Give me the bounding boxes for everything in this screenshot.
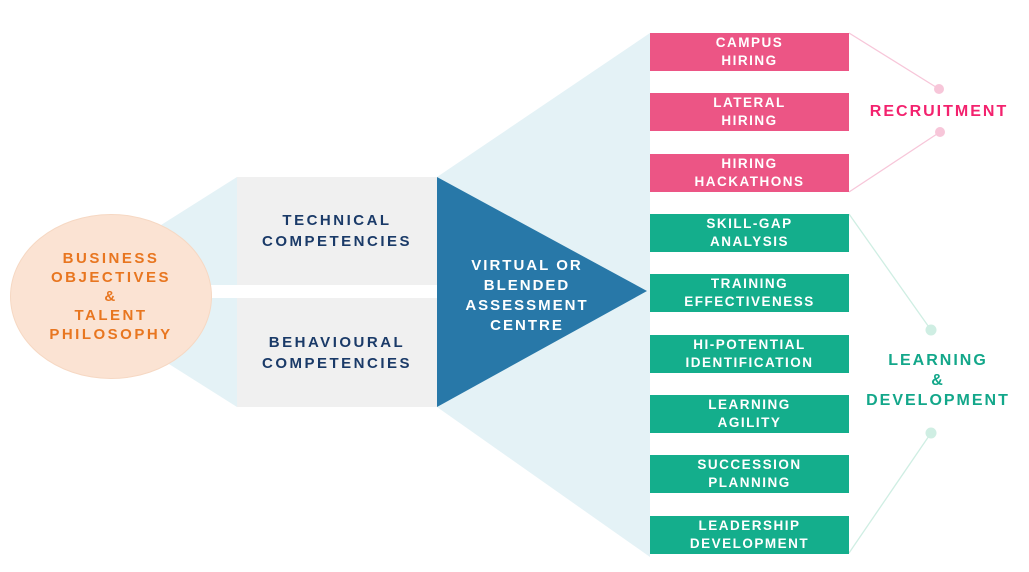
outcome-skill-gap-analysis: SKILL-GAP ANALYSIS <box>650 214 849 252</box>
learning-connector-top <box>848 213 932 331</box>
outcome-label-line: SKILL-GAP <box>706 216 793 231</box>
ellipse-label-line: PHILOSOPHY <box>49 326 173 343</box>
recruitment-connector-bottom <box>848 131 941 193</box>
assessment-centre-label: VIRTUAL OR BLENDED ASSESSMENT CENTRE <box>437 256 617 336</box>
recruitment-label: RECRUITMENT <box>869 103 1009 120</box>
technical-competencies-box: TECHNICAL COMPETENCIES <box>237 177 437 285</box>
outcome-label-line: HACKATHONS <box>694 174 805 189</box>
outcome-label-line: LEARNING <box>708 397 791 412</box>
learning-label-line: LEARNING <box>888 352 988 369</box>
assessment-centre-triangle <box>437 177 647 407</box>
outcome-learning-agility: LEARNING AGILITY <box>650 395 849 433</box>
outcome-hi-potential-identification: HI-POTENTIAL IDENTIFICATION <box>650 335 849 373</box>
outcome-label-line: IDENTIFICATION <box>685 355 814 370</box>
outcome-label-line: HI-POTENTIAL <box>693 337 806 352</box>
funnel-divider-band <box>205 285 437 298</box>
learning-label-line: & <box>931 372 945 389</box>
learning-development-label: LEARNING & DEVELOPMENT <box>849 351 1027 411</box>
recruitment-dot-bottom <box>935 127 945 137</box>
learning-dot-top <box>925 324 937 336</box>
outcome-label-line: HIRING <box>721 156 778 171</box>
recruitment-dot-top <box>934 84 944 94</box>
outcome-training-effectiveness: TRAINING EFFECTIVENESS <box>650 274 849 312</box>
outcome-lateral-hiring: LATERAL HIRING <box>650 93 849 131</box>
outcome-leadership-development: LEADERSHIP DEVELOPMENT <box>650 516 849 554</box>
outcome-label-line: PLANNING <box>708 475 791 490</box>
competency-label-line: TECHNICAL <box>282 212 392 229</box>
outcome-succession-planning: SUCCESSION PLANNING <box>650 455 849 493</box>
outcome-label-line: DEVELOPMENT <box>689 536 810 551</box>
outcome-label-line: HIRING <box>721 53 778 68</box>
ellipse-label-line: BUSINESS <box>62 250 160 267</box>
ellipse-label-line: & <box>104 288 118 305</box>
ellipse-label-line: OBJECTIVES <box>50 269 172 286</box>
assessment-label-line: VIRTUAL OR <box>471 257 583 274</box>
competency-label-line: COMPETENCIES <box>261 354 412 372</box>
learning-connector-bottom <box>848 432 932 554</box>
outcome-label-line: SUCCESSION <box>697 457 802 472</box>
behavioural-competencies-box: BEHAVIOURAL COMPETENCIES <box>237 298 437 407</box>
competency-label-line: COMPETENCIES <box>261 233 412 250</box>
business-objectives-ellipse: BUSINESS OBJECTIVES & TALENT PHILOSOPHY <box>10 214 212 379</box>
outcome-label-line: LEADERSHIP <box>698 518 801 533</box>
outcome-label-line: AGILITY <box>717 415 782 430</box>
assessment-label-line: ASSESSMENT <box>465 297 589 314</box>
outcome-label-line: HIRING <box>721 113 778 128</box>
ellipse-label-line: TALENT <box>74 307 148 324</box>
outcome-campus-hiring: CAMPUS HIRING <box>650 33 849 71</box>
competency-label-line: BEHAVIOURAL <box>268 333 406 351</box>
assessment-label-line: CENTRE <box>490 317 564 334</box>
outcome-hiring-hackathons: HIRING HACKATHONS <box>650 154 849 192</box>
outcome-label-line: ANALYSIS <box>709 234 790 249</box>
outcome-label-line: LATERAL <box>713 95 786 110</box>
assessment-label-line: BLENDED <box>483 277 571 294</box>
learning-dot-bottom <box>925 427 937 439</box>
outcome-label-line: EFFECTIVENESS <box>684 294 815 309</box>
outcome-label-line: CAMPUS <box>715 35 784 50</box>
recruitment-connector-top <box>848 32 940 90</box>
outcome-label-line: TRAINING <box>710 276 789 291</box>
learning-label-line: DEVELOPMENT <box>866 392 1010 409</box>
